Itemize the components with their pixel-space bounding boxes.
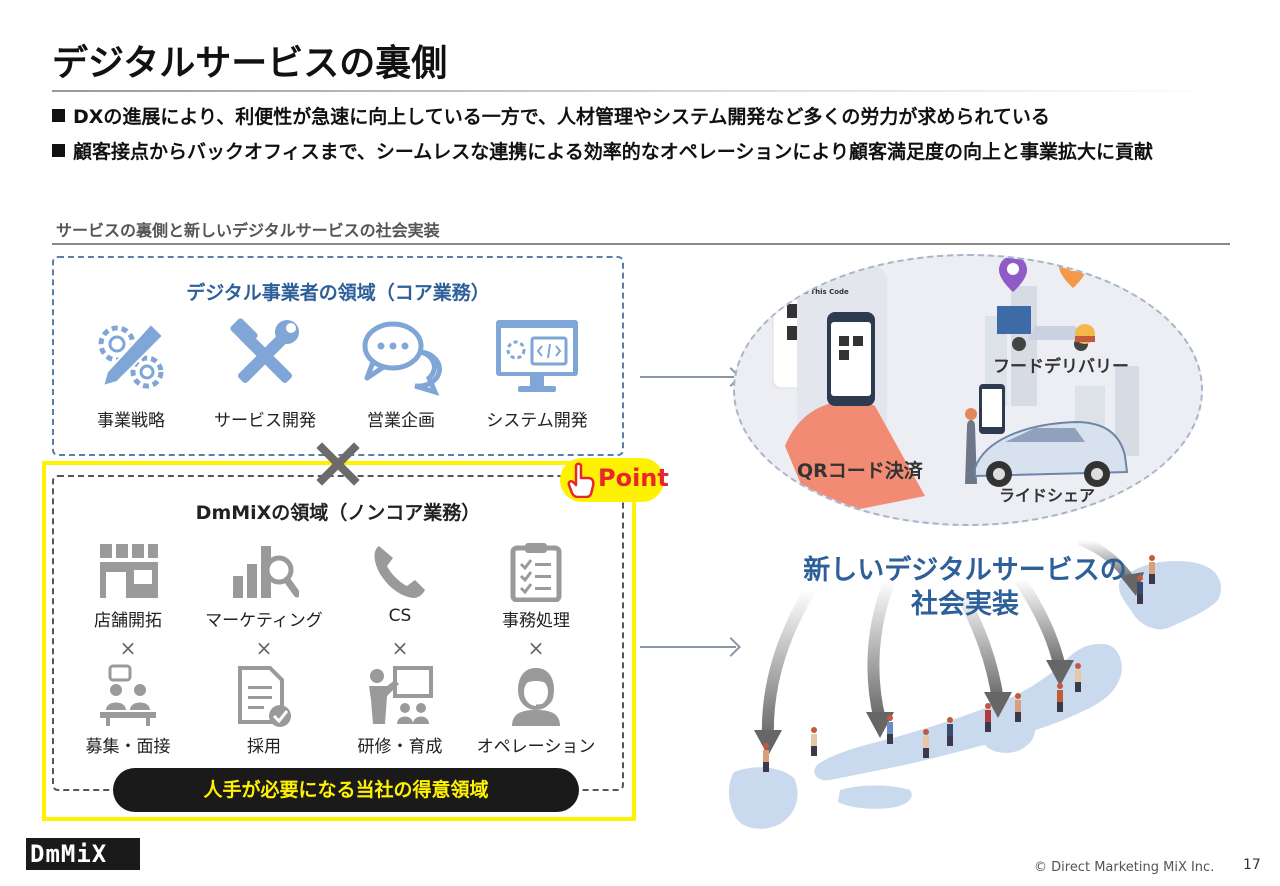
bullet-square-icon [52,144,65,157]
document-check-icon [238,666,291,727]
noncore-item-store: 店舗開拓 [58,540,198,631]
copyright: © Direct Marketing MiX Inc. [1034,860,1215,875]
core-item-service-dev: サービス開発 [200,316,330,431]
bullet-1: DXの進展により、利便性が急速に向上している一方で、人材管理やシステム開発など多… [52,102,1050,129]
noncore-item-label: マーケティング [205,611,323,631]
point-badge: Point [560,458,669,502]
noncore-item-hiring: 採用 [194,664,334,757]
qr-payment-label: QRコード決済 [797,460,923,482]
chat-bubbles-icon [362,321,442,396]
operator-headset-icon [512,668,560,726]
core-business-box: デジタル事業者の領域（コア業務） 事業戦略 サービス開発 営業企画 [52,256,624,456]
training-presentation-icon [369,666,433,724]
noncore-item-operation: オペレーション [466,664,606,757]
food-delivery-label: フードデリバリー [993,357,1129,377]
highlight-frame [42,461,636,821]
core-box-title: デジタル事業者の領域（コア業務） [186,282,490,304]
noncore-item-label: 採用 [247,737,281,757]
small-cross-icon: × [391,636,409,660]
noncore-box-title: DmMiXの領域（ノンコア業務） [195,502,481,524]
japan-map-illustration [728,540,1221,829]
section-divider [52,243,1230,245]
scan-this-code-text: Scan This Code [789,288,849,296]
monitor-code-icon [496,320,578,392]
bullet-2-text: 顧客接点からバックオフィスまで、シームレスな連携による効率的なオペレーションによ… [73,141,1153,163]
noncore-item-admin: 事務処理 [466,540,606,631]
new-digital-service-heading: 新しいデジタルサービスの 社会実装 [800,554,1130,622]
core-item-label: サービス開発 [214,411,316,431]
small-cross-icon: × [255,636,273,660]
page-title: デジタルサービスの裏側 [52,43,448,84]
tools-icon [230,318,299,384]
phone-icon [374,546,425,598]
core-item-sales-planning: 営業企画 [336,316,466,431]
small-cross-icon: × [527,636,545,660]
point-badge-text: Point [598,464,669,492]
noncore-item-label: 店舗開拓 [94,611,162,631]
noncore-item-label: 研修・育成 [357,737,443,757]
arrow-to-services-line [640,376,736,378]
noncore-item-recruit-interview: 募集・面接 [58,664,198,757]
section-heading: サービスの裏側と新しいデジタルサービスの社会実装 [56,221,440,240]
company-logo: DmMiX [26,838,140,870]
ride-share-label: ライドシェア [999,486,1096,505]
digital-services-ellipse: Scan This Code QRコード決済 フードデリバリー ライドシェア [733,254,1203,526]
clipboard-checklist-icon [510,543,562,602]
new-service-line-2: 社会実装 [911,589,1019,620]
core-item-system-dev: システム開発 [472,316,602,431]
store-icon [100,544,158,598]
title-divider [52,90,1227,92]
arrow-to-society-line [640,646,736,648]
noncore-item-marketing: マーケティング [194,540,334,631]
noncore-item-label: オペレーション [476,737,596,757]
noncore-item-label: 募集・面接 [85,737,171,757]
page-number: 17 [1243,857,1261,873]
noncore-item-label: CS [388,606,412,626]
bullet-square-icon [52,109,65,122]
multiply-cross-icon [316,442,360,486]
strategy-gear-pencil-icon [98,322,165,389]
core-item-label: 営業企画 [367,411,435,431]
strength-pill: 人手が必要になる当社の得意領域 [113,768,579,812]
noncore-item-cs: CS [330,540,470,626]
core-item-label: 事業戦略 [97,411,165,431]
small-cross-icon: × [119,636,137,660]
interview-icon [100,664,156,726]
analytics-chart-icon [233,546,299,598]
core-item-label: システム開発 [486,411,588,431]
services-illustration [772,256,1139,518]
noncore-item-label: 事務処理 [502,611,570,631]
core-item-strategy: 事業戦略 [66,316,196,431]
noncore-item-training: 研修・育成 [330,664,470,757]
pointing-hand-icon [567,462,595,498]
bullet-2: 顧客接点からバックオフィスまで、シームレスな連携による効率的なオペレーションによ… [52,137,1153,164]
bullet-1-text: DXの進展により、利便性が急速に向上している一方で、人材管理やシステム開発など多… [73,106,1050,128]
new-service-line-1: 新しいデジタルサービスの [803,555,1127,586]
